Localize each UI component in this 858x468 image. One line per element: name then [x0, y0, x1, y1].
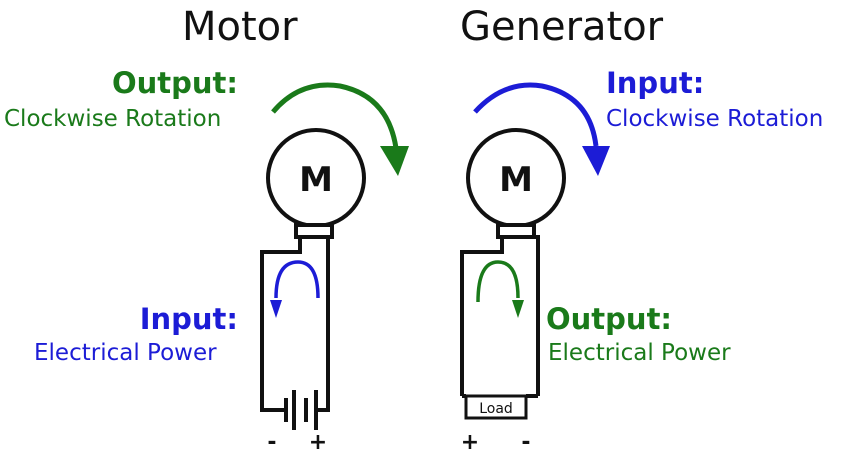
motor-group: M - +: [260, 82, 409, 455]
motor-terminal-right: +: [309, 430, 327, 455]
generator-shaft-connector: [496, 223, 536, 239]
generator-output-heading: Output:: [546, 302, 673, 336]
generator-rotation-arrow: [473, 82, 599, 147]
generator-group: M Load + -: [460, 82, 610, 455]
motor-rotation-arrowhead: [380, 146, 409, 176]
generator-rotation-arrowhead: [582, 146, 610, 176]
motor-current-arrowhead: [270, 300, 282, 318]
generator-input-detail: Clockwise Rotation: [606, 106, 824, 132]
generator-current-arrow: [476, 260, 520, 303]
motor-shaft-connector: [294, 223, 334, 239]
motor-input-detail: Electrical Power: [34, 340, 217, 366]
motor-output-detail: Clockwise Rotation: [4, 106, 222, 132]
generator-output-detail: Electrical Power: [548, 340, 731, 366]
motor-rotation-arrow: [271, 82, 399, 149]
generator-input-heading: Input:: [606, 66, 705, 100]
generator-terminal-right: -: [521, 430, 530, 455]
battery-icon: [284, 390, 318, 430]
load-label: Load: [479, 401, 513, 417]
motor-input-heading: Input:: [139, 302, 238, 336]
generator-current-arrowhead: [512, 300, 524, 318]
generator-circuit-wire: [460, 235, 540, 396]
motor-current-arrow: [274, 260, 320, 299]
motor-terminal-left: -: [267, 430, 276, 455]
motor-circuit-wire: [260, 237, 330, 412]
motor-symbol: M: [299, 160, 333, 200]
generator-symbol: M: [499, 160, 533, 200]
motor-title: Motor: [182, 4, 298, 50]
generator-title: Generator: [460, 4, 664, 50]
generator-terminal-left: +: [461, 430, 479, 455]
load-box: [464, 394, 528, 420]
motor-output-heading: Output:: [111, 66, 238, 100]
